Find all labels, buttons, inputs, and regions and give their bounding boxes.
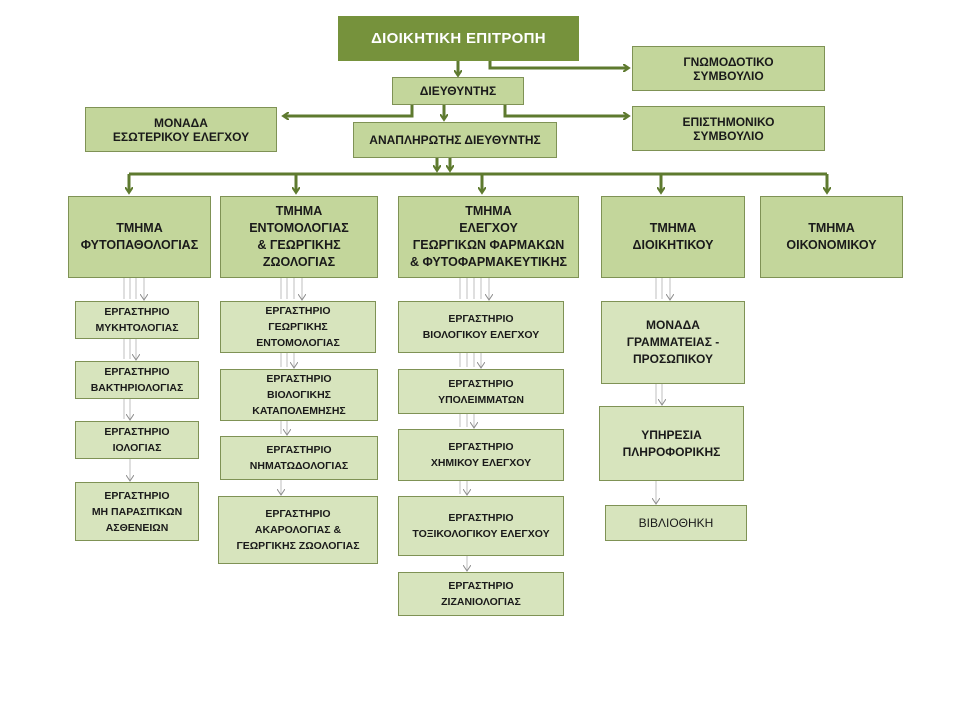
node-lab-bacteriology: ΕΡΓΑΣΤΗΡΙΟ ΒΑΚΤΗΡΙΟΛΟΓΙΑΣ (75, 361, 199, 399)
node-label-line: ΓΕΩΡΓΙΚΩΝ ΦΑΡΜΑΚΩΝ (412, 238, 565, 252)
connector-to-advisory (488, 60, 628, 68)
node-label-line: ΤΜΗΜΑ (649, 221, 697, 235)
node-dept-finance: ΤΜΗΜΑ ΟΙΚΟΝΟΜΙΚΟΥ (760, 196, 903, 278)
node-label-line: ΜΟΝΑΔΑ (646, 318, 700, 332)
node-label-line: ΤΜΗΜΑ (275, 204, 323, 218)
node-label-line: ΥΠΟΛΕΙΜΜΑΤΩΝ (438, 393, 524, 406)
node-lab-acarology: ΕΡΓΑΣΤΗΡΙΟ ΑΚΑΡΟΛΟΓΙΑΣ & ΓΕΩΡΓΙΚΗΣ ΖΩΟΛΟΓΙ… (218, 496, 378, 564)
node-label-line: ΕΛΕΓΧΟΥ (459, 221, 518, 235)
node-lab-virology: ΕΡΓΑΣΤΗΡΙΟ ΙΟΛΟΓΙΑΣ (75, 421, 199, 459)
node-label-line: ΣΥΜΒΟΥΛΙΟ (693, 128, 764, 143)
node-label-line: ΚΑΤΑΠΟΛΕΜΗΣΗΣ (252, 405, 346, 417)
node-lab-toxicology: ΕΡΓΑΣΤΗΡΙΟ ΤΟΞΙΚΟΛΟΓΙΚΟΥ ΕΛΕΓΧΟΥ (398, 496, 564, 556)
node-label-line: ΥΠΗΡΕΣΙΑ (641, 427, 702, 442)
node-label-line: ΒΙΟΛΟΓΙΚΗΣ (267, 389, 331, 401)
node-label-line: ΝΗΜΑΤΩΔΟΛΟΓΙΑΣ (249, 460, 349, 472)
node-dept-administration: ΤΜΗΜΑ ΔΙΟΙΚΗΤΙΚΟΥ (601, 196, 745, 278)
node-label-line: ΒΙΒΛΙΟΘΗΚΗ (638, 516, 714, 530)
node-label-line: ΕΡΓΑΣΤΗΡΙΟ (448, 441, 514, 453)
node-label-line: ΑΚΑΡΟΛΟΓΙΑΣ & (254, 524, 342, 536)
node-label-line: ΕΡΓΑΣΤΗΡΙΟ (448, 313, 514, 325)
node-label-line: ΕΝΤΟΜΟΛΟΓΙΑΣ (249, 221, 349, 235)
node-label-line: ΜΟΝΑΔΑ (154, 115, 208, 130)
node-label-line: ΕΡΓΑΣΤΗΡΙΟ (104, 426, 170, 438)
node-lab-residues: ΕΡΓΑΣΤΗΡΙΟ ΥΠΟΛΕΙΜΜΑΤΩΝ (398, 369, 564, 414)
node-it-service: ΥΠΗΡΕΣΙΑ ΠΛΗΡΟΦΟΡΙΚΗΣ (599, 406, 744, 481)
node-lab-chemical: ΕΡΓΑΣΤΗΡΙΟ ΧΗΜΙΚΟΥ ΕΛΕΓΧΟΥ (398, 429, 564, 481)
node-label-line: ΕΡΓΑΣΤΗΡΙΟ (266, 373, 332, 385)
node-label-line: ΤΜΗΜΑ (808, 221, 855, 235)
node-label-line: ΟΙΚΟΝΟΜΙΚΟΥ (786, 238, 877, 252)
node-label-line: ΠΛΗΡΟΦΟΡΙΚΗΣ (622, 444, 721, 459)
node-label-line: ΕΡΓΑΣΤΗΡΙΟ (104, 489, 170, 502)
node-label-line: ΖΙΖΑΝΙΟΛΟΓΙΑΣ (441, 596, 521, 608)
node-label-line: & ΦΥΤΟΦΑΡΜΑΚΕΥΤΙΚΗΣ (410, 255, 567, 269)
node-label-line: ΓΕΩΡΓΙΚΗΣ ΖΩΟΛΟΓΙΑΣ (236, 540, 360, 552)
node-label-line: ΣΥΜΒΟΥΛΙΟ (693, 68, 764, 83)
node-lab-ag-entomology: ΕΡΓΑΣΤΗΡΙΟ ΓΕΩΡΓΙΚΗΣ ΕΝΤΟΜΟΛΟΓΙΑΣ (220, 301, 376, 353)
node-admin-committee: ΔΙΟΙΚΗΤΙΚΗ ΕΠΙΤΡΟΠΗ (338, 16, 579, 61)
node-label-line: ΜΗ ΠΑΡΑΣΙΤΙΚΩΝ (91, 505, 183, 518)
node-lab-nonparasitic: ΕΡΓΑΣΤΗΡΙΟ ΜΗ ΠΑΡΑΣΙΤΙΚΩΝ ΑΣΘΕΝΕΙΩΝ (75, 482, 199, 541)
node-label-line: ΓΡΑΜΜΑΤΕΙΑΣ - (626, 335, 720, 349)
node-label-line: ΔΙΟΙΚΗΤΙΚΟΥ (632, 238, 714, 252)
node-label-line: ΒΙΟΛΟΓΙΚΟΥ ΕΛΕΓΧΟΥ (422, 329, 540, 341)
node-lab-biological-control: ΕΡΓΑΣΤΗΡΙΟ ΒΙΟΛΟΓΙΚΟΥ ΕΛΕΓΧΟΥ (398, 301, 564, 353)
node-label-line: ΠΡΟΣΩΠΙΚΟΥ (633, 352, 713, 366)
node-label-line: ΔΙΟΙΚΗΤΙΚΗ ΕΠΙΤΡΟΠΗ (371, 30, 546, 47)
node-label-line: ΤΜΗΜΑ (465, 204, 512, 218)
node-label-line: ΧΗΜΙΚΟΥ ΕΛΕΓΧΟΥ (430, 457, 532, 469)
node-label-line: ΕΡΓΑΣΤΗΡΙΟ (448, 377, 514, 390)
node-deputy-director: ΑΝΑΠΛΗΡΩΤΗΣ ΔΙΕΥΘΥΝΤΗΣ (353, 122, 557, 158)
node-label-line: ΕΡΓΑΣΤΗΡΙΟ (265, 508, 331, 520)
node-library: ΒΙΒΛΙΟΘΗΚΗ (605, 505, 747, 541)
node-label-line: ΑΣΘΕΝΕΙΩΝ (105, 521, 169, 534)
node-label-line: ΕΡΓΑΣΤΗΡΙΟ (266, 444, 332, 456)
node-lab-biocontrol: ΕΡΓΑΣΤΗΡΙΟ ΒΙΟΛΟΓΙΚΗΣ ΚΑΤΑΠΟΛΕΜΗΣΗΣ (220, 369, 378, 421)
node-director: ΔΙΕΥΘΥΝΤΗΣ (392, 77, 524, 105)
node-label-line: ΦΥΤΟΠΑΘΟΛΟΓΙΑΣ (80, 238, 199, 252)
node-lab-weed-science: ΕΡΓΑΣΤΗΡΙΟ ΖΙΖΑΝΙΟΛΟΓΙΑΣ (398, 572, 564, 616)
node-label-line: ΤΟΞΙΚΟΛΟΓΙΚΟΥ ΕΛΕΓΧΟΥ (412, 528, 550, 540)
connector-to-scientific (503, 104, 628, 116)
node-label-line: ΕΝΤΟΜΟΛΟΓΙΑΣ (256, 337, 340, 349)
node-lab-mycology: ΕΡΓΑΣΤΗΡΙΟ ΜΥΚΗΤΟΛΟΓΙΑΣ (75, 301, 199, 339)
node-label-line: ΕΠΙΣΤΗΜΟΝΙΚΟ (682, 114, 775, 129)
node-label-line: & ΓΕΩΡΓΙΚΗΣ (257, 238, 341, 252)
node-label-line: ΕΡΓΑΣΤΗΡΙΟ (104, 306, 170, 318)
node-unit-secretariat: ΜΟΝΑΔΑ ΓΡΑΜΜΑΤΕΙΑΣ - ΠΡΟΣΩΠΙΚΟΥ (601, 301, 745, 384)
node-dept-phytopathology: ΤΜΗΜΑ ΦΥΤΟΠΑΘΟΛΟΓΙΑΣ (68, 196, 211, 278)
node-dept-pesticides: ΤΜΗΜΑ ΕΛΕΓΧΟΥ ΓΕΩΡΓΙΚΩΝ ΦΑΡΜΑΚΩΝ & ΦΥΤΟΦΑΡΜ… (398, 196, 579, 278)
node-label-line: ΙΟΛΟΓΙΑΣ (112, 442, 162, 454)
node-label-line: ΕΣΩΤΕΡΙΚΟΥ ΕΛΕΓΧΟΥ (112, 129, 250, 144)
node-label-line: ΕΡΓΑΣΤΗΡΙΟ (448, 580, 514, 592)
node-label-line: ΓΝΩΜΟΔΟΤΙΚΟ (683, 54, 774, 69)
node-label-line: ΖΩΟΛΟΓΙΑΣ (262, 255, 336, 269)
node-label-line: ΕΡΓΑΣΤΗΡΙΟ (104, 366, 170, 378)
node-label-line: ΔΙΕΥΘΥΝΤΗΣ (419, 84, 497, 98)
node-label-line: ΑΝΑΠΛΗΡΩΤΗΣ ΔΙΕΥΘΥΝΤΗΣ (369, 133, 541, 147)
node-label-line: ΤΜΗΜΑ (116, 221, 163, 235)
node-label-line: ΒΑΚΤΗΡΙΟΛΟΓΙΑΣ (90, 382, 184, 394)
node-label-line: ΕΡΓΑΣΤΗΡΙΟ (448, 512, 514, 524)
node-lab-nematology: ΕΡΓΑΣΤΗΡΙΟ ΝΗΜΑΤΩΔΟΛΟΓΙΑΣ (220, 436, 378, 480)
connector-to-audit (284, 104, 414, 116)
node-label-line: ΕΡΓΑΣΤΗΡΙΟ (265, 305, 331, 317)
node-dept-entomology: ΤΜΗΜΑ ΕΝΤΟΜΟΛΟΓΙΑΣ & ΓΕΩΡΓΙΚΗΣ ΖΩΟΛΟΓΙΑΣ (220, 196, 378, 278)
node-label-line: ΓΕΩΡΓΙΚΗΣ (268, 321, 328, 333)
node-label-line: ΜΥΚΗΤΟΛΟΓΙΑΣ (95, 322, 179, 334)
